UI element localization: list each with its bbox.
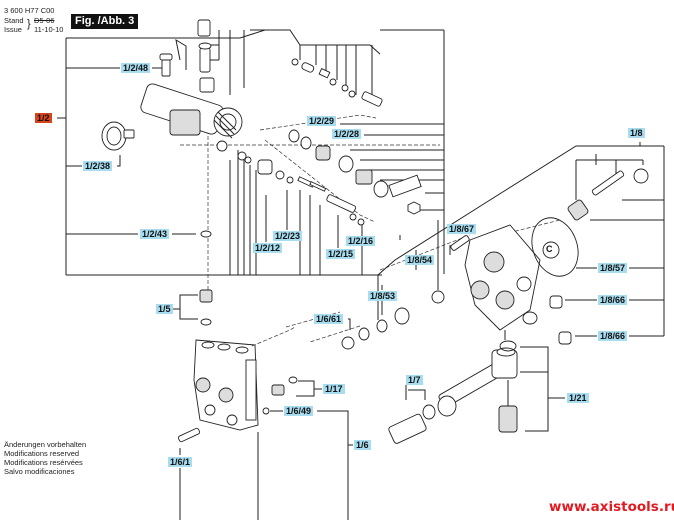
issue-label: Issue <box>4 25 22 34</box>
callout-c-circle <box>542 241 560 259</box>
part-label-1-2-15[interactable]: 1/2/15 <box>326 249 356 259</box>
note-fr: Modifications resérvées <box>4 458 83 467</box>
brace: } <box>27 18 31 30</box>
document-number: 3 600 H77 C00 <box>4 6 55 15</box>
note-de: Änderungen vorbehalten <box>4 440 87 449</box>
oring-1-2-43 <box>200 230 212 238</box>
part-label-1-2-16[interactable]: 1/2/16 <box>346 236 376 246</box>
part-label-1-8-53[interactable]: 1/8/53 <box>368 291 398 301</box>
group-label-1-21[interactable]: 1/21 <box>567 393 589 403</box>
part-label-1-2-38[interactable]: 1/2/38 <box>83 161 113 171</box>
part-label-1-8-54[interactable]: 1/8/54 <box>405 255 435 265</box>
part-label-1-5[interactable]: 1/5 <box>156 304 173 314</box>
leader-line <box>117 155 121 167</box>
part-label-1-8-67[interactable]: 1/8/67 <box>447 224 477 234</box>
group-label-1-6[interactable]: 1/6 <box>354 440 371 450</box>
callout-c: C <box>546 244 553 254</box>
knob-1-2-38 <box>101 121 135 151</box>
part-label-1-8-66-upper[interactable]: 1/8/66 <box>598 295 628 305</box>
issue-value: 11-10-10 <box>34 25 64 34</box>
unloader-valve-body <box>140 19 243 139</box>
pump-manifold <box>193 339 259 431</box>
group-label-1-7[interactable]: 1/7 <box>406 375 423 385</box>
note-es: Salvo modificaciones <box>4 467 75 476</box>
leader-line <box>296 380 315 397</box>
group-label-1-8[interactable]: 1/8 <box>628 128 645 138</box>
part-label-1-6-49[interactable]: 1/6/49 <box>284 406 314 416</box>
leader-line <box>179 294 198 320</box>
group-label-1-2[interactable]: 1/2 <box>35 113 52 123</box>
leader-line <box>520 346 549 432</box>
part-label-1-8-57[interactable]: 1/8/57 <box>598 263 628 273</box>
part-label-1-2-48[interactable]: 1/2/48 <box>121 63 151 73</box>
leader-line <box>317 410 349 445</box>
leader-line <box>66 29 266 39</box>
part-label-1-6-1[interactable]: 1/6/1 <box>168 457 193 467</box>
stand-label: Stand <box>4 16 24 25</box>
part-label-1-2-28[interactable]: 1/2/28 <box>332 129 362 139</box>
part-label-1-17[interactable]: 1/17 <box>323 384 345 394</box>
part-label-1-2-12[interactable]: 1/2/12 <box>253 243 283 253</box>
part-label-1-6-61[interactable]: 1/6/61 <box>314 314 344 324</box>
stand-value: D5-06 <box>34 16 55 25</box>
modification-notes: Änderungen vorbehalten Modifications res… <box>4 440 86 476</box>
figure-title: Fig. /Abb. 3 <box>71 14 139 29</box>
part-label-1-2-43[interactable]: 1/2/43 <box>140 229 170 239</box>
note-en: Modifications reserved <box>4 449 80 458</box>
part-label-1-8-66-lower[interactable]: 1/8/66 <box>598 331 628 341</box>
part-label-1-2-29[interactable]: 1/2/29 <box>307 116 337 126</box>
part-label-1-2-23[interactable]: 1/2/23 <box>273 231 303 241</box>
pump-head <box>464 224 541 331</box>
oring-1-8-57 <box>531 217 579 277</box>
leader-line <box>250 29 381 55</box>
watermark-link[interactable]: www.axistools.ru <box>549 499 674 515</box>
outlet-tube <box>437 347 518 417</box>
screw-1-2-48 <box>159 53 173 77</box>
